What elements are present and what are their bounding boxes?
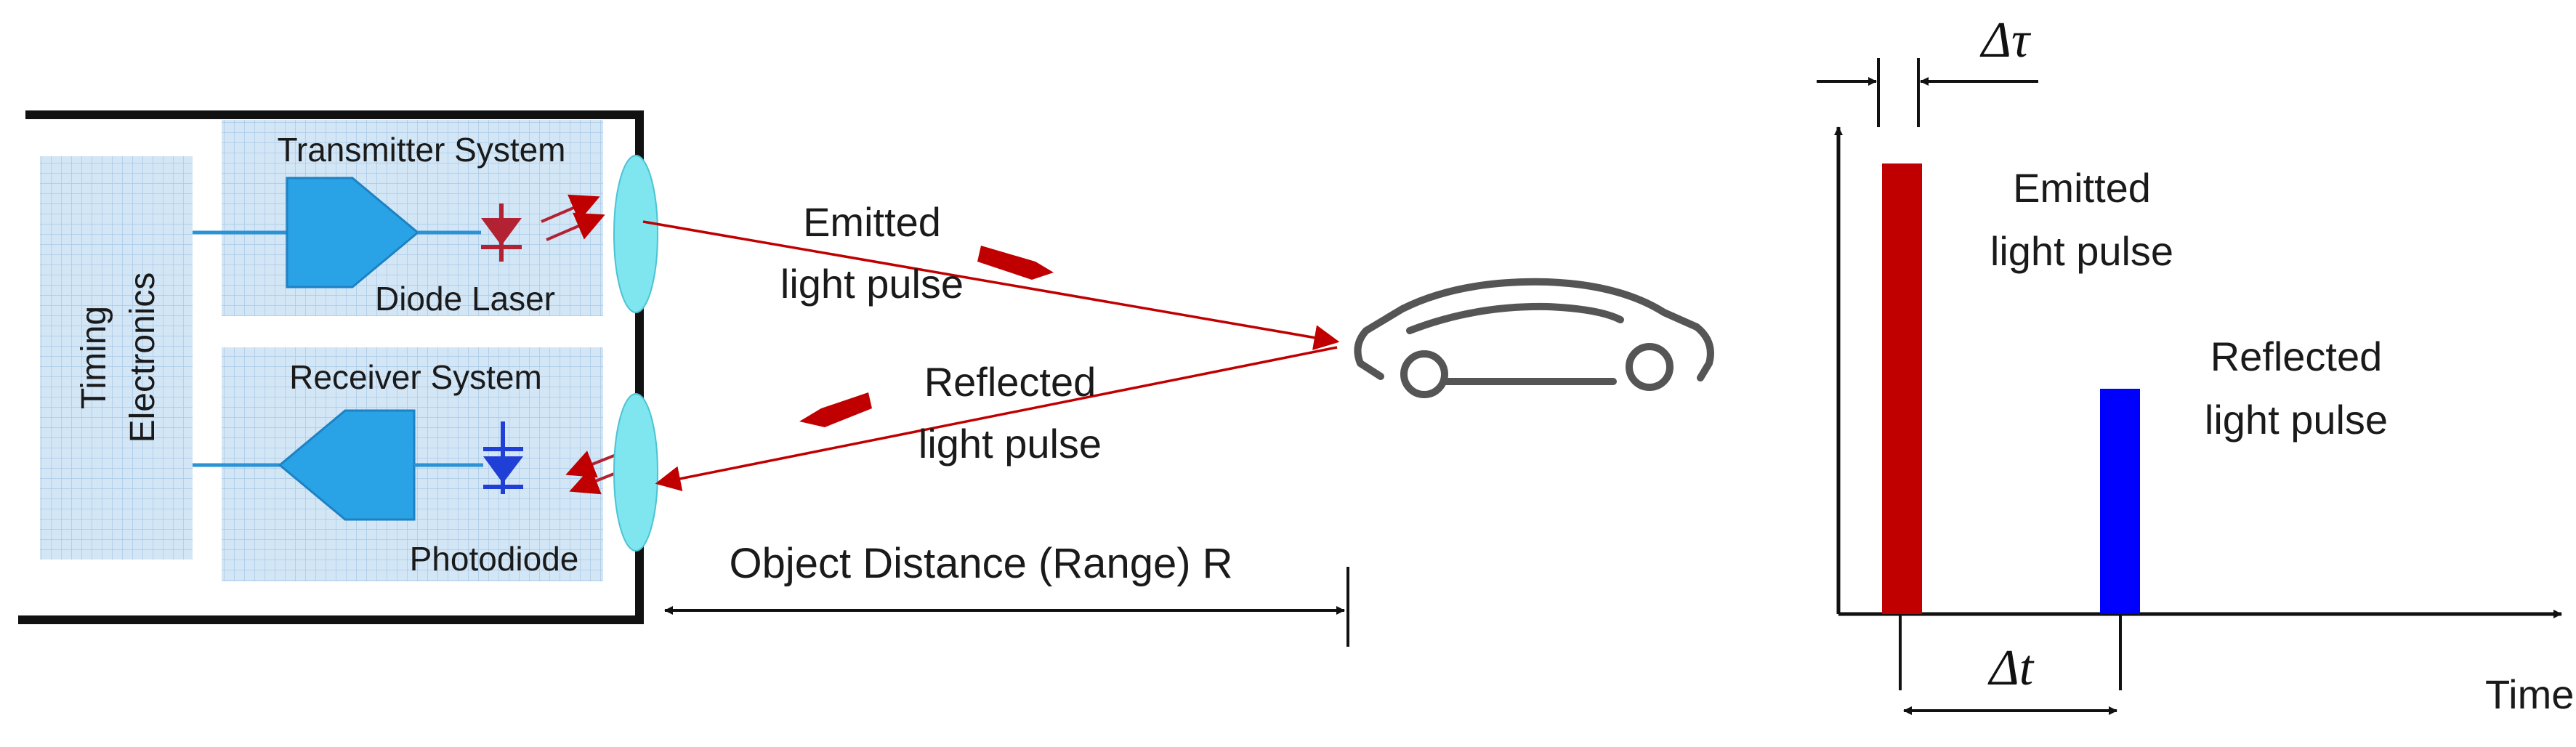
emitted-pulse-bar (1882, 163, 1922, 614)
photodiode-icon (483, 421, 622, 495)
timing-electronics-box: Timing Electronics (40, 156, 193, 560)
time-axis-label: Time (2485, 671, 2574, 717)
transmitter-lens-icon (613, 155, 658, 313)
receiver-lens-icon (613, 393, 658, 552)
emitted-beam-label-1: Emitted (803, 199, 941, 245)
lidar-housing (18, 110, 644, 624)
receiver-system-label: Receiver System (289, 358, 542, 396)
reflected-direction-arrow (799, 392, 872, 427)
transmitter-system-label: Transmitter System (277, 131, 565, 169)
object-distance-label: Object Distance (Range) R (729, 540, 1232, 587)
emitted-beam (642, 220, 1340, 350)
car-icon (1354, 278, 1714, 398)
delay-label: Δt (1987, 640, 2035, 696)
laser-diode-icon (472, 194, 605, 262)
transmitter-amplifier (286, 177, 420, 288)
pulse-width-indicator: Δτ (1817, 12, 2038, 127)
reflected-beam (655, 346, 1338, 491)
emitted-direction-arrow (977, 246, 1054, 280)
pulse-width-label: Δτ (1979, 12, 2032, 68)
emitted-pulse-label-2: light pulse (1990, 228, 2173, 274)
pulse-timing-plot: Time Emitted light pulse Reflected light… (1817, 12, 2574, 717)
diode-laser-label: Diode Laser (375, 280, 555, 318)
photodiode-label: Photodiode (410, 540, 579, 578)
range-indicator: Object Distance (Range) R (664, 540, 1349, 647)
timing-label: Timing (75, 306, 113, 409)
reflected-pulse-label-1: Reflected (2210, 334, 2383, 379)
reflected-pulse-bar (2100, 389, 2140, 614)
receiver-system: Receiver System Photodiode (193, 347, 622, 581)
emitted-pulse-label-1: Emitted (2013, 165, 2151, 211)
transmitter-system: Transmitter System Diode Laser (193, 120, 605, 318)
electronics-label: Electronics (124, 272, 162, 443)
reflected-beam-label-2: light pulse (918, 421, 1102, 467)
delay-indicator: Δt (1899, 614, 2122, 715)
emitted-beam-label-2: light pulse (780, 261, 964, 307)
reflected-beam-label-1: Reflected (924, 359, 1097, 405)
reflected-pulse-label-2: light pulse (2205, 397, 2388, 443)
